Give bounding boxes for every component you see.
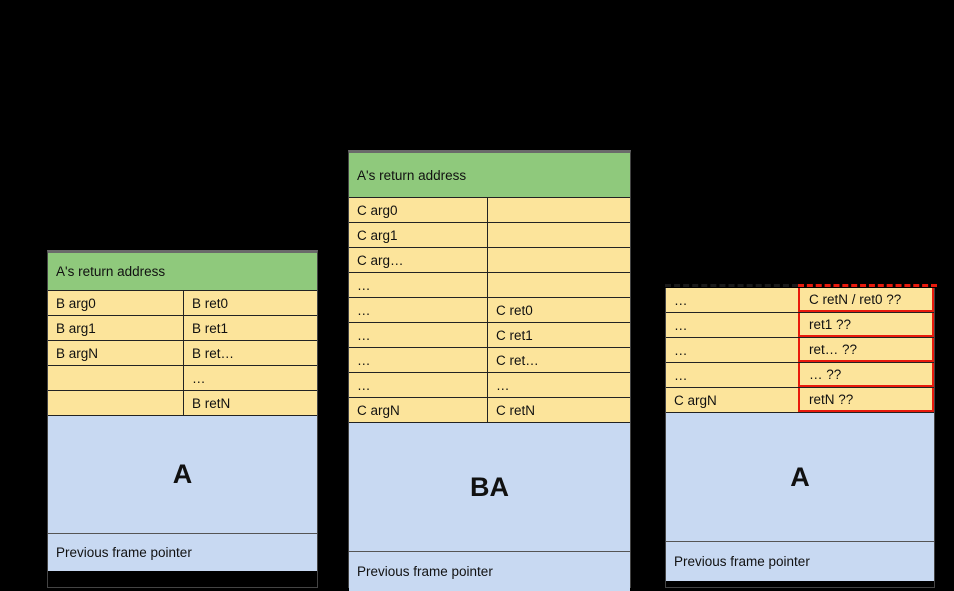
previous-frame-pointer-label: Previous frame pointer — [666, 542, 934, 581]
arg-cell: C arg1 — [349, 223, 488, 247]
dashed-top-edge — [665, 284, 798, 287]
arg-cell: … — [349, 348, 488, 372]
ret-cell-unknown: C retN / ret0 ?? — [798, 288, 934, 312]
table-row: … … — [349, 373, 630, 398]
dashed-top-edge-highlight — [798, 284, 937, 287]
table-row: B retN — [48, 391, 317, 416]
ret-cell: … — [184, 366, 317, 390]
previous-frame-pointer-label: Previous frame pointer — [349, 552, 630, 591]
arg-cell: … — [349, 273, 488, 297]
arg-cell: C argN — [666, 388, 799, 412]
ret-cell-unknown: ret1 ?? — [798, 313, 934, 337]
ret-cell: C retN — [488, 398, 630, 422]
ret-cell: C ret… — [488, 348, 630, 372]
stack-frame-left: A's return address B arg0 B ret0 B arg1 … — [47, 250, 318, 588]
arg-cell: … — [666, 288, 799, 312]
table-row: B arg0 B ret0 — [48, 291, 317, 316]
arg-cell: C arg0 — [349, 198, 488, 222]
return-address-label: A's return address — [357, 167, 467, 183]
arg-cell: C arg… — [349, 248, 488, 272]
arg-cell — [48, 366, 184, 390]
ret-cell: B retN — [184, 391, 317, 415]
table-row: … C ret0 — [349, 298, 630, 323]
table-row: C argN retN ?? — [666, 388, 934, 413]
ret-cell: C ret0 — [488, 298, 630, 322]
table-row: C arg1 — [349, 223, 630, 248]
previous-frame-pointer-label: Previous frame pointer — [48, 534, 317, 571]
frame-body-label: BA — [349, 423, 630, 552]
arg-cell: B argN — [48, 341, 184, 365]
return-address-header: A's return address — [48, 253, 317, 291]
table-row: … C retN / ret0 ?? — [666, 288, 934, 313]
ret-cell — [488, 198, 630, 222]
arg-cell — [48, 391, 184, 415]
ret-cell: B ret… — [184, 341, 317, 365]
arg-cell: … — [349, 298, 488, 322]
ret-cell-unknown: … ?? — [798, 363, 934, 387]
stack-frame-right: … C retN / ret0 ?? … ret1 ?? … ret… ?? …… — [665, 284, 937, 588]
ret-cell: C ret1 — [488, 323, 630, 347]
ret-cell: B ret0 — [184, 291, 317, 315]
table-row: B argN B ret… — [48, 341, 317, 366]
arg-cell: … — [349, 373, 488, 397]
ret-cell — [488, 223, 630, 247]
table-row: B arg1 B ret1 — [48, 316, 317, 341]
ret-cell: … — [488, 373, 630, 397]
arg-cell: B arg1 — [48, 316, 184, 340]
table-row: C arg… — [349, 248, 630, 273]
frame-body-label: A — [48, 416, 317, 534]
frame-body-label: A — [666, 413, 934, 542]
table-row: … … ?? — [666, 363, 934, 388]
return-address-label: A's return address — [56, 264, 166, 279]
ret-cell-unknown: ret… ?? — [798, 338, 934, 362]
arg-cell: … — [666, 313, 799, 337]
table-row: … C ret… — [349, 348, 630, 373]
ret-cell: B ret1 — [184, 316, 317, 340]
stack-frame-middle: A's return address C arg0 C arg1 C arg… … — [348, 150, 631, 591]
arg-cell: B arg0 — [48, 291, 184, 315]
ret-cell — [488, 248, 630, 272]
table-row: … — [48, 366, 317, 391]
table-row: … ret1 ?? — [666, 313, 934, 338]
arg-cell: … — [666, 363, 799, 387]
ret-cell — [488, 273, 630, 297]
ret-cell-unknown: retN ?? — [798, 388, 934, 412]
arg-cell: C argN — [349, 398, 488, 422]
table-row: … — [349, 273, 630, 298]
arg-cell: … — [666, 338, 799, 362]
table-row: C arg0 — [349, 198, 630, 223]
table-row: … ret… ?? — [666, 338, 934, 363]
return-address-header: A's return address — [349, 153, 630, 198]
table-row: … C ret1 — [349, 323, 630, 348]
arg-cell: … — [349, 323, 488, 347]
table-row: C argN C retN — [349, 398, 630, 423]
